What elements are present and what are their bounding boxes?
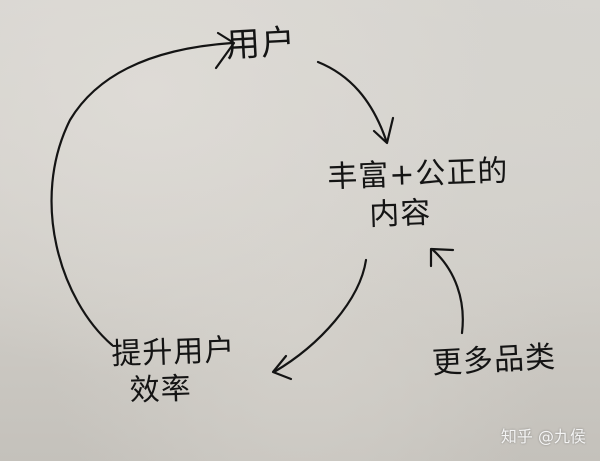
node-efficiency-line2: 效率 — [129, 371, 193, 409]
arrowhead-icon — [271, 354, 293, 381]
node-content-line1: 丰富+公正的 — [326, 153, 510, 196]
node-efficiency-line1: 提升用户 — [110, 332, 236, 373]
watermark: 知乎 @九侯 — [500, 427, 586, 446]
arrow-user-to-content — [316, 60, 395, 145]
node-user-label: 用户 — [224, 22, 297, 66]
node-efficiency: 提升用户 效率 — [110, 332, 237, 409]
arrowhead-icon — [214, 31, 236, 70]
node-content: 丰富+公正的 内容 — [326, 153, 511, 233]
node-categories-label: 更多品类 — [431, 339, 557, 382]
arrow-content-to-efficiency — [271, 258, 368, 381]
node-categories: 更多品类 — [431, 339, 557, 382]
arrowhead-icon — [372, 116, 395, 145]
node-user: 用户 — [224, 22, 297, 66]
arrow-efficiency-to-user — [50, 31, 236, 347]
arrow-categories-to-content — [429, 247, 464, 335]
arrowhead-icon — [429, 247, 455, 268]
